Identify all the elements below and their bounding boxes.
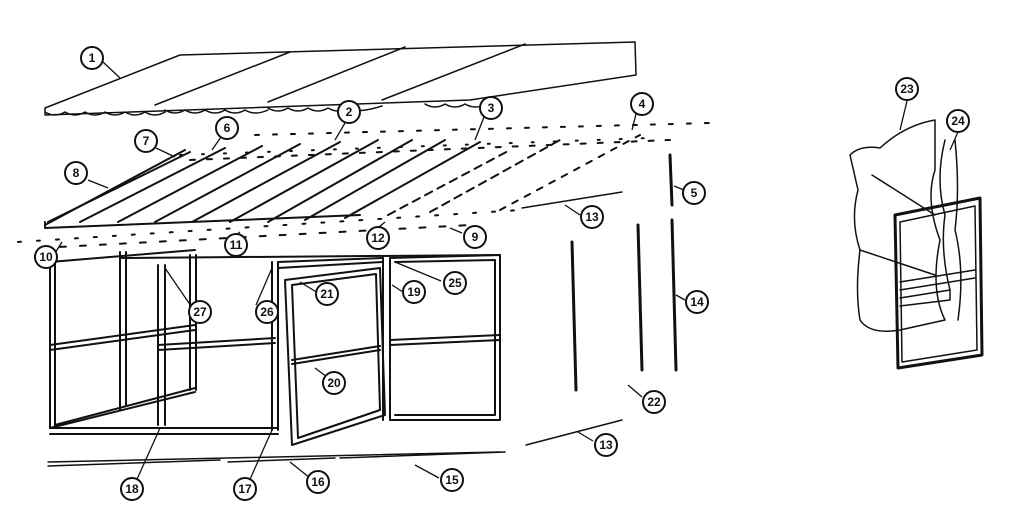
callout-24: 24 — [946, 109, 970, 133]
callout-18-label: 18 — [125, 482, 139, 496]
header-rail — [179, 122, 711, 161]
callout-13-bottom-label: 13 — [599, 438, 613, 452]
callout-7-label: 7 — [143, 134, 150, 148]
callout-10: 10 — [34, 245, 58, 269]
callout-19-label: 19 — [407, 285, 421, 299]
callout-9: 9 — [463, 225, 487, 249]
callout-3: 3 — [479, 96, 503, 120]
callout-7: 7 — [134, 129, 158, 153]
callout-26: 26 — [255, 300, 279, 324]
callout-9-label: 9 — [472, 230, 479, 244]
callout-12: 12 — [366, 226, 390, 250]
callout-12-label: 12 — [371, 231, 385, 245]
callout-25: 25 — [443, 271, 467, 295]
callout-1: 1 — [80, 46, 104, 70]
callout-19: 19 — [402, 280, 426, 304]
callout-25-label: 25 — [448, 276, 462, 290]
loose-parts — [570, 153, 678, 392]
callout-22-label: 22 — [647, 395, 661, 409]
callout-24-label: 24 — [951, 114, 965, 128]
callout-21-label: 21 — [320, 287, 334, 301]
callout-20: 20 — [322, 371, 346, 395]
callout-27-label: 27 — [193, 305, 207, 319]
callout-17-label: 17 — [238, 482, 252, 496]
callout-22: 22 — [642, 390, 666, 414]
callout-2-label: 2 — [346, 105, 353, 119]
callout-13-top: 13 — [580, 205, 604, 229]
callout-1-label: 1 — [89, 51, 96, 65]
callout-2: 2 — [337, 100, 361, 124]
callout-13-bottom: 13 — [594, 433, 618, 457]
side-rails — [47, 191, 623, 467]
wall-frame — [49, 249, 501, 446]
roof-panels — [44, 41, 637, 116]
callout-21: 21 — [315, 282, 339, 306]
callout-13-top-label: 13 — [585, 210, 599, 224]
screen-detail — [849, 119, 984, 370]
callout-8: 8 — [64, 161, 88, 185]
callout-18: 18 — [120, 477, 144, 501]
callout-6: 6 — [215, 116, 239, 140]
rafters — [44, 134, 641, 229]
callout-15-label: 15 — [445, 473, 459, 487]
callout-23-label: 23 — [900, 82, 914, 96]
callout-27: 27 — [188, 300, 212, 324]
callout-23: 23 — [895, 77, 919, 101]
callout-4-label: 4 — [639, 97, 646, 111]
callout-16-label: 16 — [311, 475, 325, 489]
callout-8-label: 8 — [73, 166, 80, 180]
callout-26-label: 26 — [260, 305, 274, 319]
callout-10-label: 10 — [39, 250, 53, 264]
callout-16: 16 — [306, 470, 330, 494]
callout-15: 15 — [440, 468, 464, 492]
callout-6-label: 6 — [224, 121, 231, 135]
callout-17: 17 — [233, 477, 257, 501]
callout-11: 11 — [224, 233, 248, 257]
callout-14: 14 — [685, 290, 709, 314]
callout-3-label: 3 — [488, 101, 495, 115]
callout-5: 5 — [682, 181, 706, 205]
callouts: 1 2 3 4 5 6 7 8 9 10 11 12 13 13 14 15 1… — [34, 46, 970, 501]
callout-5-label: 5 — [691, 186, 698, 200]
eave-rail — [17, 209, 521, 249]
callout-11-label: 11 — [230, 238, 243, 252]
callout-4: 4 — [630, 92, 654, 116]
callout-14-label: 14 — [690, 295, 704, 309]
callout-20-label: 20 — [327, 376, 341, 390]
